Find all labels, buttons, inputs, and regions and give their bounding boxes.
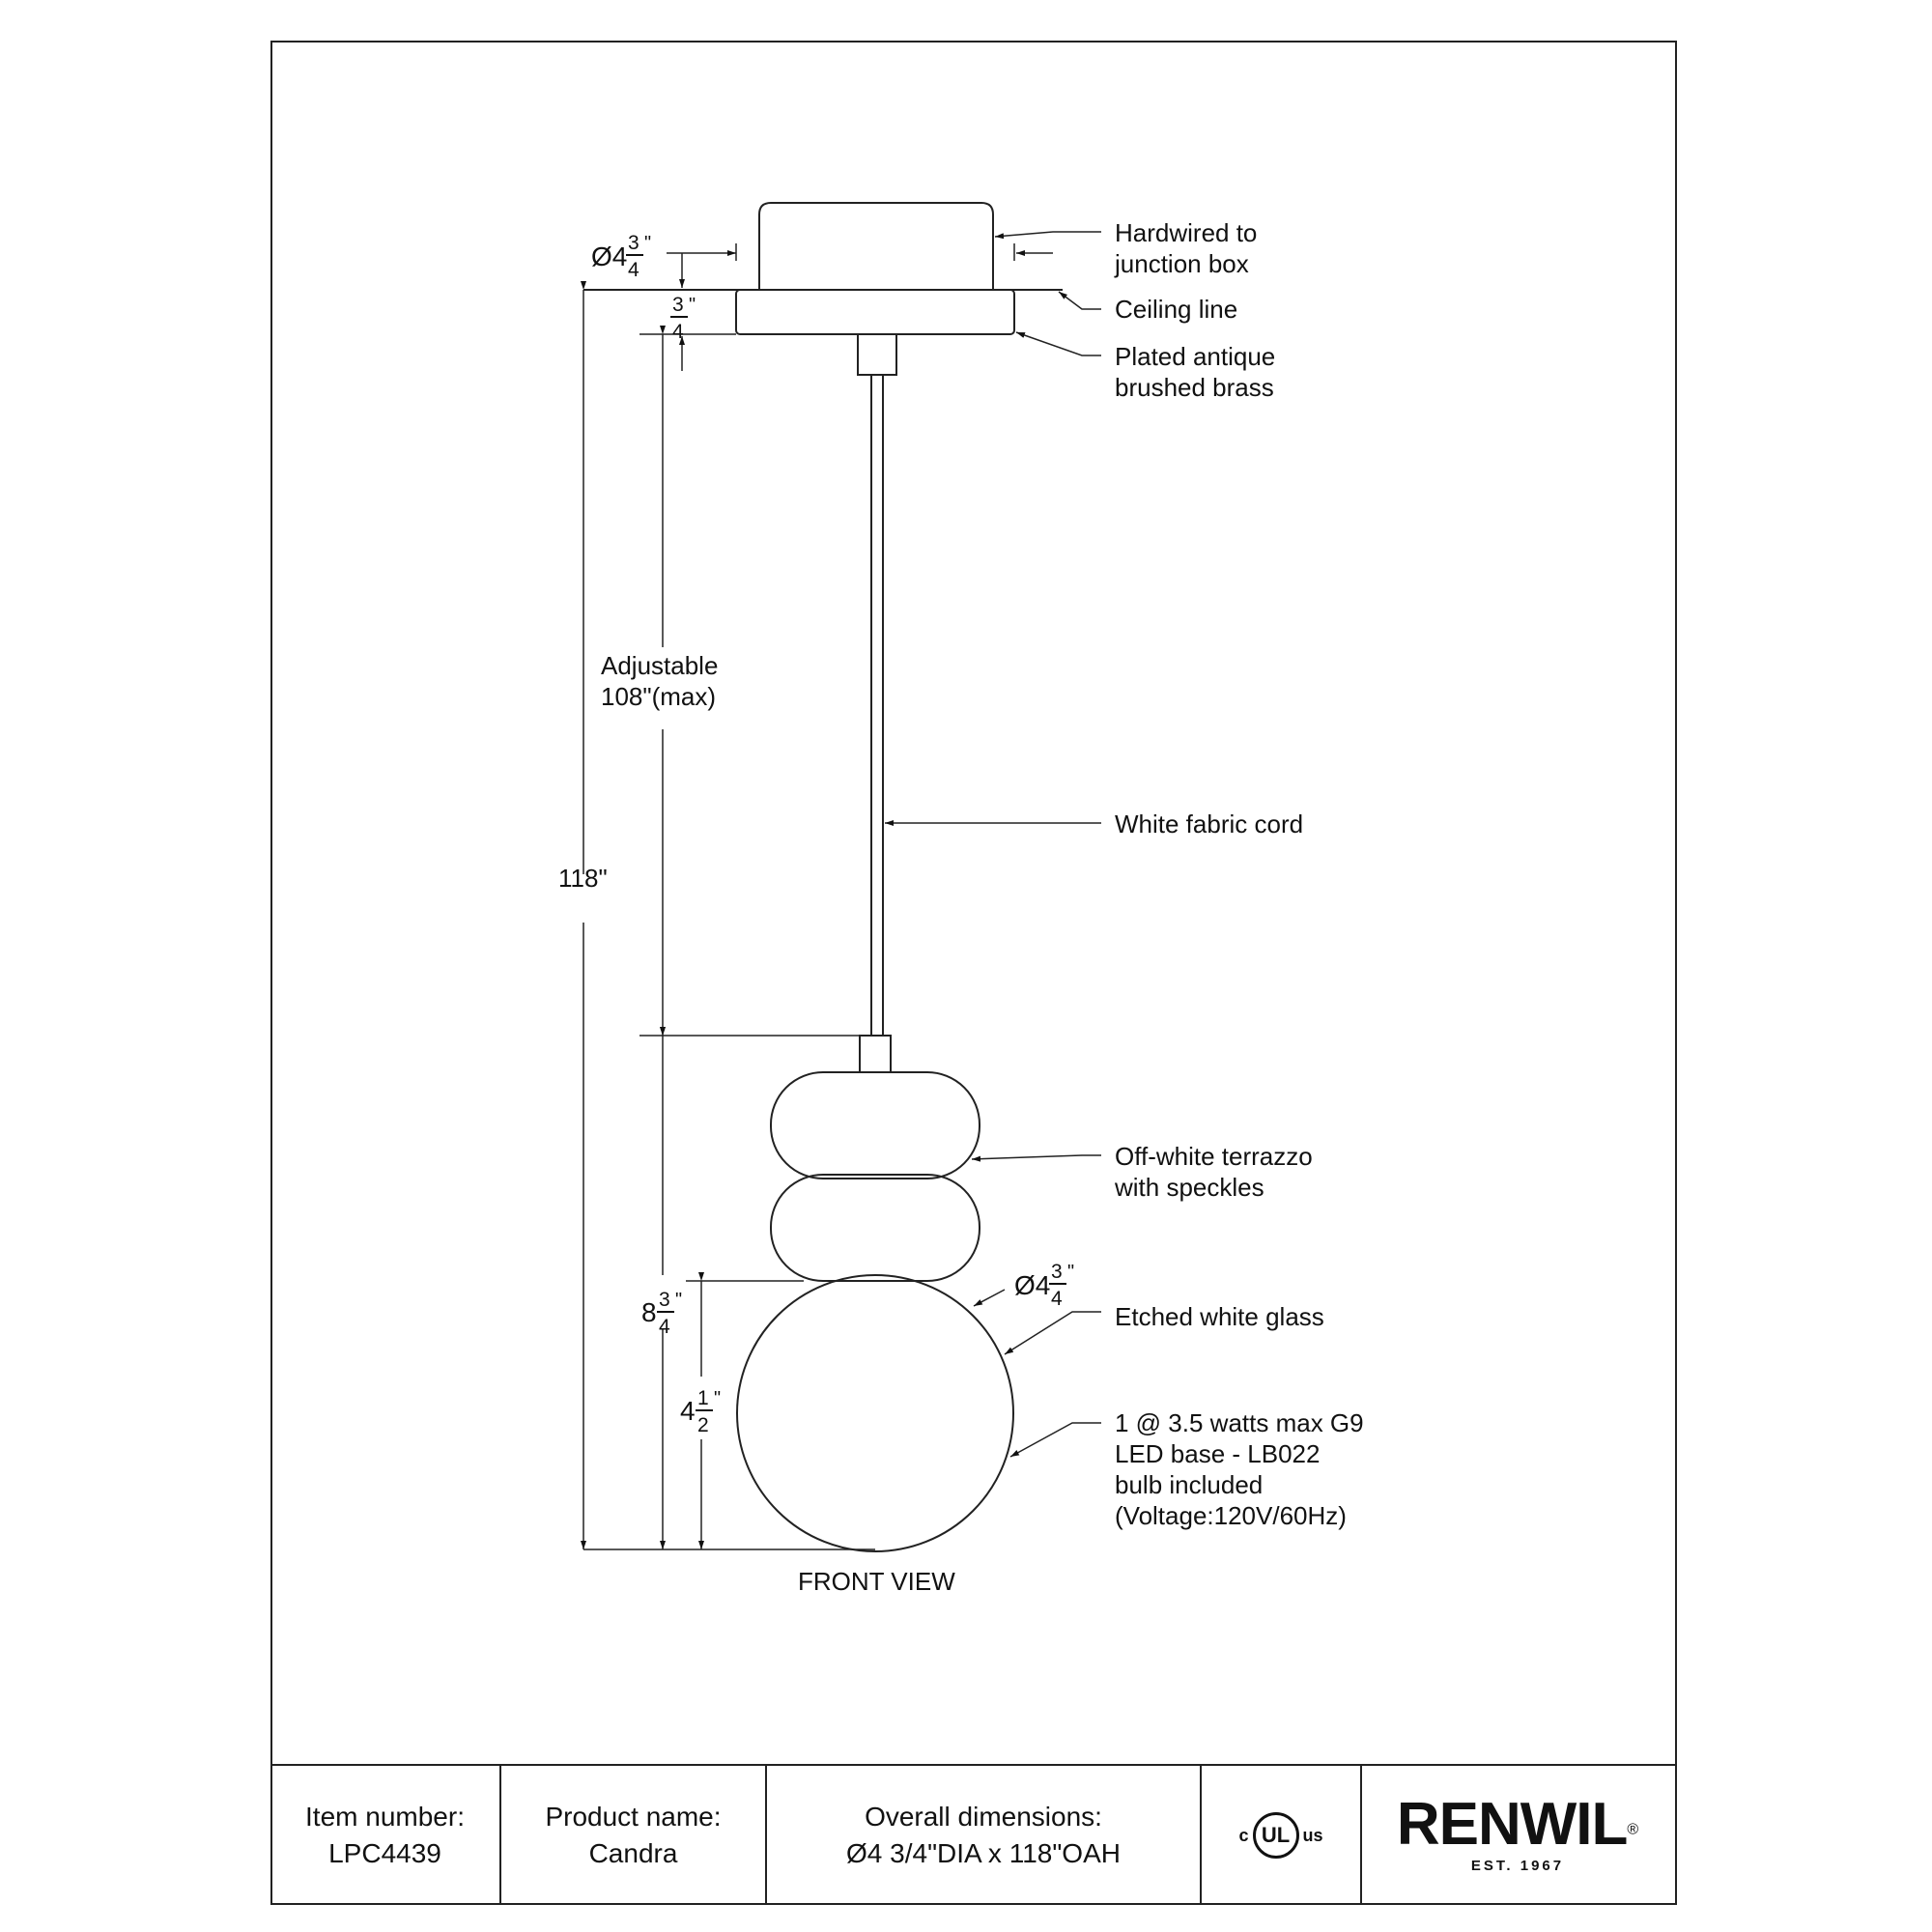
svg-text:4: 4 — [628, 259, 639, 281]
svg-text:Ø4: Ø4 — [591, 242, 627, 271]
dim-adjustable-line1: Adjustable — [601, 651, 718, 680]
dim-adjustable-line2: 108"(max) — [601, 682, 716, 711]
dimension-lines — [581, 243, 1053, 1550]
callout-terrazzo-line2: with speckles — [1114, 1173, 1264, 1202]
dim-canopy-diameter: Ø4 3 4 " — [591, 232, 651, 281]
callout-bulb-line4: (Voltage:120V/60Hz) — [1115, 1501, 1347, 1530]
callout-ceiling-line: Ceiling line — [1115, 295, 1237, 324]
drawing-sheet-border — [270, 41, 1677, 1905]
brand-cell: RENWIL® EST. 1967 — [1362, 1766, 1673, 1905]
socket-cap — [859, 1035, 892, 1073]
dim-canopy-height: 3 4 " — [670, 294, 696, 343]
svg-text:": " — [689, 295, 696, 316]
dim-globe-diameter: Ø4 3 4 " — [1014, 1261, 1074, 1310]
callout-bulb-line2: LED base - LB022 — [1115, 1439, 1320, 1468]
fixture — [583, 202, 1063, 1552]
item-number-value: LPC4439 — [328, 1838, 441, 1868]
callout-plated-line2: brushed brass — [1115, 373, 1274, 402]
svg-text:4: 4 — [1051, 1288, 1063, 1310]
svg-text:": " — [714, 1388, 721, 1409]
junction-box-cover — [758, 202, 994, 290]
svg-text:4: 4 — [672, 321, 684, 343]
svg-text:3: 3 — [672, 294, 684, 316]
svg-text:4: 4 — [680, 1396, 696, 1426]
callout-labels: Hardwired to junction box Ceiling line P… — [1114, 218, 1364, 1530]
svg-text:2: 2 — [697, 1414, 709, 1436]
svg-text:4: 4 — [659, 1316, 670, 1338]
item-number-cell: Item number: LPC4439 — [270, 1766, 501, 1905]
svg-text:8: 8 — [641, 1297, 657, 1327]
svg-text:": " — [675, 1290, 682, 1311]
callout-hardwired-line1: Hardwired to — [1115, 218, 1257, 247]
svg-text:3: 3 — [659, 1289, 670, 1311]
callout-terrazzo-line1: Off-white terrazzo — [1115, 1142, 1313, 1171]
product-name-value: Candra — [588, 1838, 678, 1868]
callout-hardwired-line2: junction box — [1114, 249, 1249, 278]
callout-plated-line1: Plated antique — [1115, 342, 1275, 371]
dim-body-height: 8 3 4 " — [641, 1289, 682, 1338]
product-name-label: Product name: — [545, 1802, 722, 1832]
callout-bulb-line1: 1 @ 3.5 watts max G9 — [1115, 1408, 1364, 1437]
product-name-cell: Product name: Candra — [501, 1766, 767, 1905]
established-text: EST. 1967 — [1470, 1858, 1565, 1874]
callout-bulb-line3: bulb included — [1115, 1470, 1263, 1499]
glass-globe — [736, 1274, 1014, 1552]
canopy — [735, 289, 1015, 335]
svg-text:1: 1 — [697, 1387, 709, 1409]
terrazzo-lower — [770, 1174, 980, 1282]
svg-text:3: 3 — [628, 232, 639, 254]
view-label: FRONT VIEW — [798, 1567, 955, 1596]
svg-text:": " — [644, 233, 651, 254]
callout-cord: White fabric cord — [1115, 810, 1303, 838]
title-block: Item number: LPC4439 Product name: Candr… — [270, 1764, 1677, 1905]
overall-dimensions-label: Overall dimensions: — [865, 1802, 1102, 1832]
renwil-logo: RENWIL® — [1396, 1791, 1639, 1858]
svg-text:Ø4: Ø4 — [1014, 1270, 1050, 1300]
terrazzo-upper — [770, 1071, 980, 1179]
svg-text:3: 3 — [1051, 1261, 1063, 1283]
overall-dimensions-cell: Overall dimensions: Ø4 3/4"DIA x 118"OAH — [767, 1766, 1202, 1905]
callout-leaders — [885, 231, 1101, 1458]
certification-cell: c UL us — [1202, 1766, 1362, 1905]
dim-globe-height: 4 1 2 " — [680, 1387, 721, 1436]
svg-text:": " — [1067, 1262, 1074, 1283]
canopy-stem — [857, 333, 897, 376]
cul-us-listed-icon: c UL us — [1238, 1812, 1323, 1859]
dim-overall-height: 118" — [558, 864, 608, 893]
item-number-label: Item number: — [305, 1802, 465, 1832]
callout-glass: Etched white glass — [1115, 1302, 1324, 1331]
overall-dimensions-value: Ø4 3/4"DIA x 118"OAH — [846, 1838, 1121, 1868]
dimension-labels: Ø4 3 4 " 3 4 " Adjustable 108"(max) 118"… — [558, 232, 1074, 1436]
